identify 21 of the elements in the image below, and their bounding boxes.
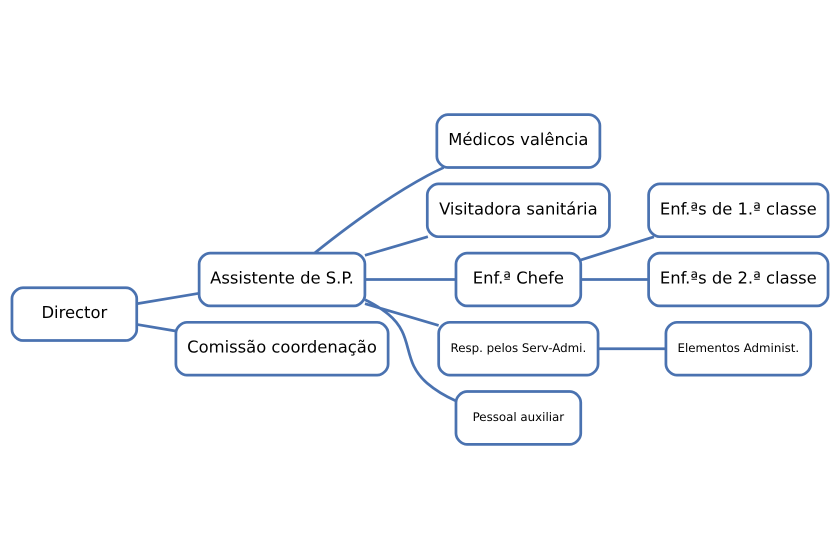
node-box: Enf.ª Chefe [454, 252, 582, 308]
connector [136, 323, 176, 332]
connector [364, 298, 456, 402]
connector [364, 235, 428, 257]
connector [580, 235, 654, 262]
node-box: Comissão coordenação [174, 320, 390, 376]
node-box: Director [10, 286, 138, 342]
node-box: Pessoal auxiliar [454, 390, 582, 446]
node-box: Enf.ªs de 2.ª classe [647, 252, 830, 308]
connector [364, 278, 456, 281]
connector [580, 278, 648, 281]
connector [314, 166, 444, 254]
connector [136, 292, 200, 306]
connector [598, 347, 666, 350]
node-box: Visitadora sanitária [426, 182, 611, 238]
node-box: Resp. pelos Serv-Admi. [437, 320, 600, 376]
node-box: Assistente de S.P. [198, 252, 366, 308]
connector [364, 302, 440, 327]
node-box: Elementos Administ. [664, 320, 812, 376]
node-box: Enf.ªs de 1.ª classe [647, 182, 830, 238]
node-box: Médicos valência [435, 113, 602, 169]
